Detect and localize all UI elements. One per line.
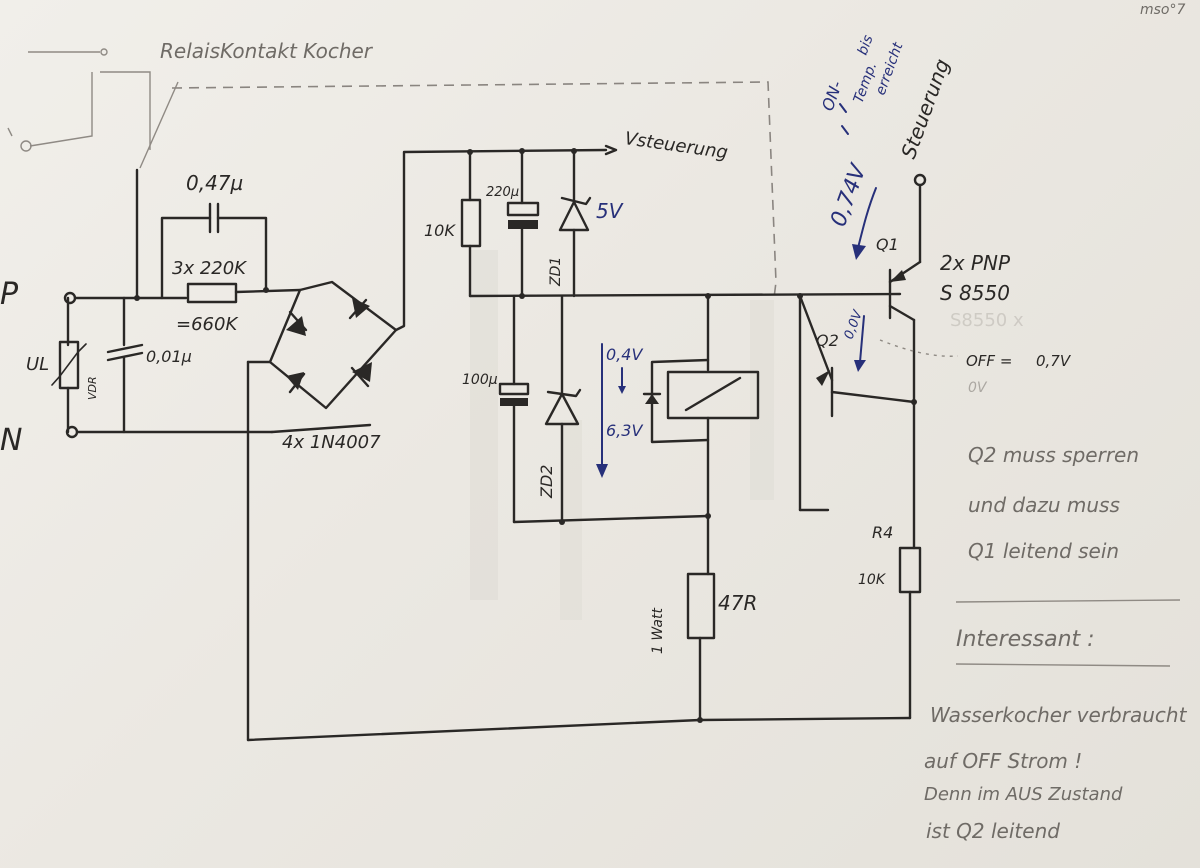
cap-001-label: 0,01µ bbox=[146, 347, 192, 366]
v-steuerung-label: Vsteuerung bbox=[623, 128, 729, 163]
note-heading: Interessant : bbox=[956, 627, 1095, 652]
mains-input bbox=[51, 291, 372, 439]
zd2-label: ZD2 bbox=[537, 465, 556, 499]
relay-contact bbox=[7, 48, 179, 298]
res-660-label: =660K bbox=[176, 314, 238, 335]
off-value-label: 0,7V bbox=[1036, 352, 1072, 370]
r4-label: R4 bbox=[872, 523, 893, 542]
v5-label: 5V bbox=[596, 199, 624, 223]
note-line-6: Denn im AUS Zustand bbox=[924, 784, 1123, 805]
v63-label: 6,3V bbox=[606, 421, 643, 440]
note-separator-2 bbox=[955, 663, 1171, 667]
note-line-3: Q1 leitend sein bbox=[968, 539, 1119, 563]
bis-label: bis bbox=[855, 33, 877, 57]
note-line-5: auf OFF Strom ! bbox=[924, 749, 1082, 773]
blue-annotations bbox=[596, 103, 877, 478]
resistor-47r bbox=[686, 514, 716, 723]
note-line-4: Wasserkocher verbraucht bbox=[930, 703, 1188, 727]
note-line-1: Q2 muss sperren bbox=[968, 443, 1139, 467]
corner-label: mso°7 bbox=[1140, 2, 1185, 18]
ground-return bbox=[246, 716, 912, 742]
ov-label: 0V bbox=[968, 380, 988, 396]
q2-label: Q2 bbox=[816, 331, 839, 350]
r4-value-label: 10K bbox=[858, 572, 887, 588]
bridge-rectifier bbox=[246, 144, 618, 742]
relay-contact-label: RelaisKontakt Kocher bbox=[160, 39, 374, 63]
ghost-text: S8550 x bbox=[950, 310, 1024, 331]
s8550-label: S 8550 bbox=[940, 281, 1010, 305]
note-line-2: und dazu muss bbox=[968, 493, 1120, 517]
c-220-label: 220µ bbox=[486, 185, 519, 200]
cap-047-label: 0,47µ bbox=[186, 171, 243, 195]
relay-coil bbox=[642, 294, 760, 519]
c-100-label: 100µ bbox=[462, 372, 498, 388]
off-pointer-line bbox=[879, 339, 959, 357]
v04-label: 0,4V bbox=[606, 345, 643, 364]
vdr-label: VDR bbox=[86, 376, 99, 400]
ul-label: UL bbox=[26, 354, 49, 375]
bridge-label: 4x 1N4007 bbox=[282, 432, 381, 453]
r-47-label: 47R bbox=[718, 591, 757, 615]
note-separator-1 bbox=[955, 599, 1181, 603]
watt-label: 1 Watt bbox=[650, 607, 666, 654]
off-label: OFF = bbox=[966, 352, 1012, 370]
res-3x220-label: 3x 220K bbox=[172, 258, 247, 279]
steuerung-label: Steuerung bbox=[896, 56, 954, 162]
supply-section bbox=[460, 148, 902, 525]
zd1-label: ZD1 bbox=[548, 257, 564, 287]
rc-dropper bbox=[160, 202, 302, 304]
p-terminal-label: P bbox=[0, 277, 19, 312]
n-terminal-label: N bbox=[0, 423, 22, 458]
transistors bbox=[798, 173, 927, 720]
pnp-label: 2x PNP bbox=[940, 251, 1011, 275]
q1-label: Q1 bbox=[876, 235, 899, 254]
mechanical-coupling-line bbox=[171, 81, 777, 299]
r-10k-label: 10K bbox=[424, 221, 456, 240]
note-line-7: ist Q2 leitend bbox=[926, 819, 1060, 843]
